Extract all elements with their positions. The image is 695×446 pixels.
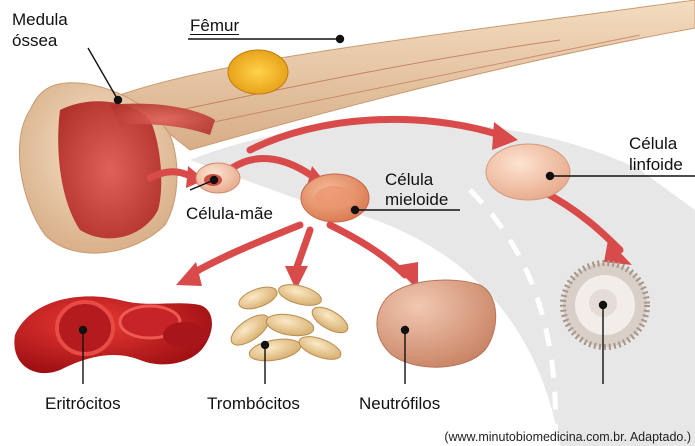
arrow-myeloid-to-neutrophils xyxy=(330,225,405,275)
erythrocytes-illustration xyxy=(14,296,212,373)
label-trombocitos: Trombócitos xyxy=(207,394,300,413)
label-medula-line2: óssea xyxy=(12,31,57,50)
neutrophil-illustration xyxy=(377,280,496,367)
arrow-myeloid-to-platelets xyxy=(296,230,310,270)
label-medula-line1: Medula xyxy=(12,10,68,29)
label-celula-mae: Célula-mãe xyxy=(186,204,273,223)
source-credit: (www.minutobiomedicina.com.br. Adaptado.… xyxy=(444,430,691,444)
label-celula-linfoide-line2: linfoide xyxy=(629,155,683,174)
label-eritrocitos: Eritrócitos xyxy=(45,394,121,413)
label-neutrofilos: Neutrófilos xyxy=(359,394,440,413)
label-celula-mieloide-line2: mieloide xyxy=(385,190,448,209)
label-femur: Fêmur xyxy=(190,16,239,35)
myeloid-cell xyxy=(301,174,369,222)
label-celula-linfoide-line1: Célula xyxy=(629,134,677,153)
label-celula-mieloide-line1: Célula xyxy=(385,170,433,189)
arrow-myeloid-to-erythrocytes xyxy=(190,225,300,275)
lymphoid-cell xyxy=(486,144,570,200)
stem-cell xyxy=(196,163,240,193)
platelets-illustration xyxy=(226,281,352,365)
